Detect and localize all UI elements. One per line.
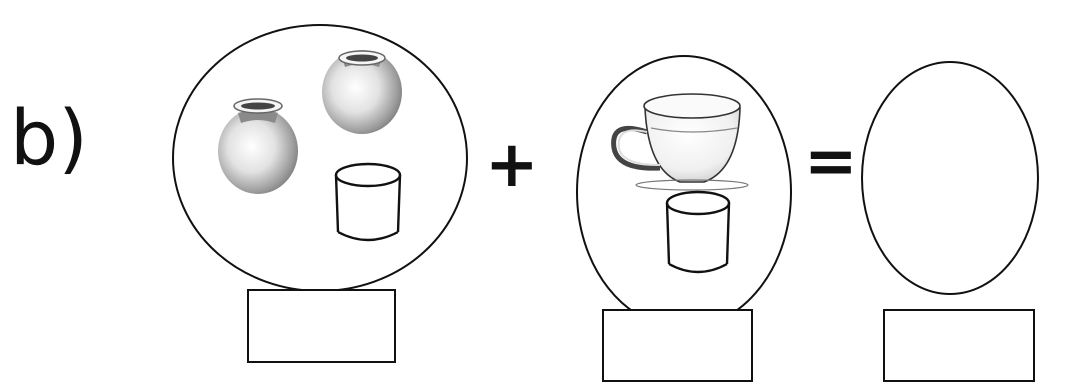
left-group-circle: [173, 25, 467, 291]
glass-icon: [336, 164, 400, 240]
cup-icon: [614, 94, 748, 190]
plus-sign: +: [485, 133, 539, 197]
equals-sign: =: [804, 130, 858, 194]
answer-box-middle[interactable]: [602, 309, 753, 382]
answer-group-circle[interactable]: [862, 62, 1038, 294]
glass-icon: [667, 192, 729, 272]
pot-icon: [322, 50, 402, 134]
pot-icon: [218, 99, 298, 194]
answer-box-result[interactable]: [883, 309, 1035, 382]
answer-box-left[interactable]: [247, 289, 396, 363]
